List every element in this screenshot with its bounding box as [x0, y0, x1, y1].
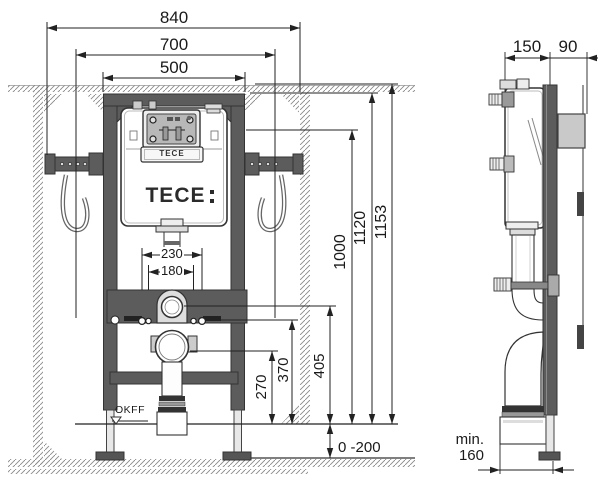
wall-bracket-left-clamp	[88, 152, 104, 176]
dim-frame-top-height-label: 1120	[352, 210, 369, 246]
wc-bolt	[138, 317, 147, 326]
front-frame-feet	[95, 409, 252, 461]
foot-side	[538, 451, 561, 461]
floor-level-label: OKFF	[115, 404, 145, 416]
right-foot	[222, 451, 252, 461]
rail-tab	[577, 325, 584, 349]
left-foot	[95, 451, 125, 461]
screw-icon	[149, 116, 157, 124]
dim-heights	[184, 83, 398, 424]
rail-tab	[577, 192, 584, 216]
dim-frame-width	[102, 72, 246, 92]
dim-bolt-height-label: 370	[274, 357, 292, 383]
top-crossbar	[103, 93, 245, 107]
dim-floor-adjust-label: 0 -200	[338, 439, 381, 456]
dim-panel-height-label: 1000	[332, 234, 349, 270]
wc-bolt	[198, 317, 207, 326]
left-rail	[103, 93, 118, 411]
dim-flush-pipe-height-label: 405	[310, 353, 328, 379]
right-rail	[230, 93, 245, 411]
dim-total-height-label: 1153	[373, 204, 390, 240]
tece-logo: TECE	[142, 184, 218, 208]
wall-bracket-right-plate	[292, 153, 304, 175]
wall-bracket-left-plate	[44, 153, 56, 175]
drain-socket-circle	[154, 329, 190, 365]
flush-pipe-side	[511, 234, 535, 290]
dim-frame-width-label: 500	[159, 58, 189, 77]
service-plate	[140, 146, 204, 163]
flush-pipe-hole	[160, 295, 184, 319]
flush-pipe-front	[155, 218, 189, 249]
dim-bolt-outer-label: 230	[160, 246, 184, 261]
dim-stud-width	[75, 49, 276, 318]
dim-outer-width	[46, 22, 301, 155]
left-leg	[106, 409, 115, 454]
dim-min-clearance-word: min.	[455, 431, 484, 448]
service-plate-label: TECE	[159, 149, 185, 158]
tece-logo-text: TECE	[145, 184, 206, 207]
wc-bolt	[190, 317, 197, 325]
level-marker-icon	[110, 416, 122, 425]
crossbar-details	[110, 289, 221, 326]
drain-elbow-side	[504, 331, 544, 407]
screw-icon	[149, 135, 157, 143]
dim-bolt-outer	[141, 248, 203, 290]
dim-floor-adjust	[326, 424, 334, 458]
side-view	[478, 52, 598, 474]
dim-bolt-inner-label: 180	[160, 263, 184, 278]
right-leg	[233, 409, 242, 454]
dim-front-depth-label: 90	[558, 37, 578, 56]
rail-side	[542, 84, 558, 416]
inspection-window	[142, 109, 201, 149]
wall-hatch	[8, 85, 415, 474]
dim-outer-width-label: 840	[159, 8, 189, 27]
water-connection	[488, 93, 503, 106]
dim-frame-depth-label: 150	[512, 37, 542, 56]
dim-min-clearance-value: 160	[458, 447, 484, 464]
dim-stud-width-label: 700	[159, 35, 189, 54]
dim-drain-height-label: 270	[252, 374, 270, 400]
wc-bolt	[145, 317, 152, 325]
tece-logo-mark-icon	[209, 189, 215, 204]
protection-box	[557, 113, 586, 149]
drain-assembly-front	[150, 329, 198, 436]
leg-side	[545, 414, 555, 454]
screw-icon	[186, 135, 194, 143]
